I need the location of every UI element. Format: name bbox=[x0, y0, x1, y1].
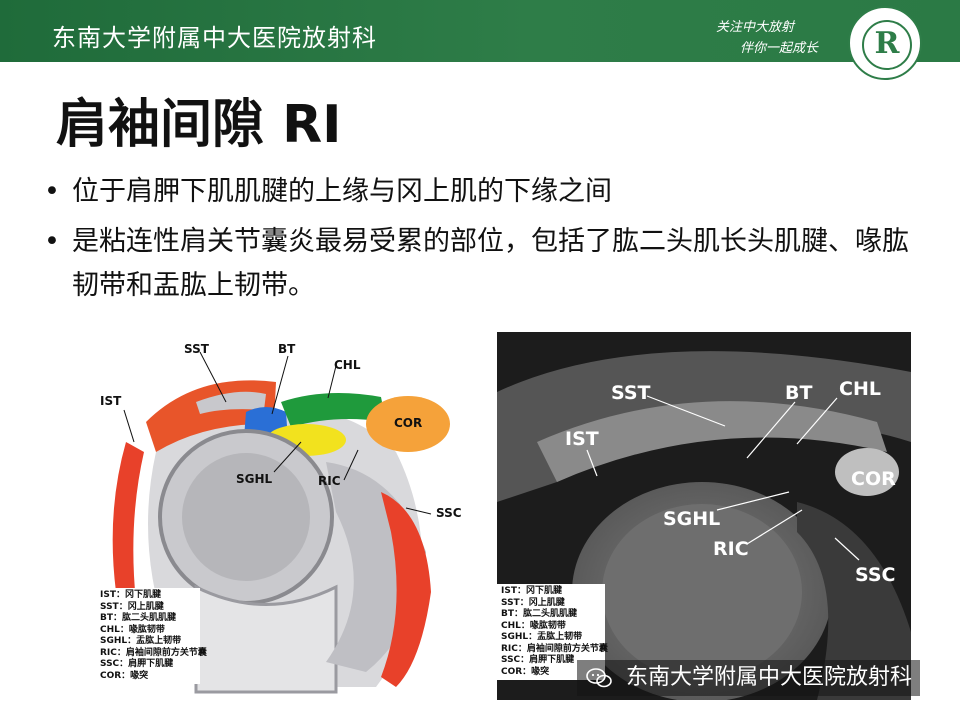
label-ric: RIC bbox=[318, 474, 341, 488]
mri-label-sst: SST bbox=[611, 382, 651, 404]
ist-tendon-shape bbox=[112, 442, 144, 602]
label-ssc: SSC bbox=[436, 506, 462, 520]
logo-letter: R bbox=[874, 26, 900, 61]
ssc-leader bbox=[405, 507, 432, 515]
chl-leader bbox=[327, 365, 337, 399]
legend-item: SSC：肩胛下肌腱 bbox=[501, 655, 575, 665]
legend-item: SGHL：盂肱上韧带 bbox=[501, 632, 583, 642]
ssc-tendon-shape bbox=[381, 492, 431, 687]
mri-drawing bbox=[497, 332, 911, 702]
humeral-head-inner bbox=[182, 453, 310, 581]
legend-item: SSC：肩胛下肌腱 bbox=[100, 659, 174, 669]
mri-label-ist: IST bbox=[565, 428, 599, 450]
anatomy-drawing bbox=[112, 351, 450, 694]
logo-ring: R bbox=[862, 20, 912, 70]
bullet-marker: • bbox=[44, 176, 60, 207]
bullet-marker: • bbox=[44, 226, 60, 257]
legend-item: CHL：喙肱韧带 bbox=[501, 620, 566, 631]
mri-sghl-leader bbox=[716, 491, 790, 511]
mri-label-ssc: SSC bbox=[855, 564, 896, 586]
legend-item: SGHL：盂肱上韧带 bbox=[100, 636, 182, 646]
legend-item: COR：喙突 bbox=[501, 666, 550, 677]
sst-inner-shape bbox=[196, 391, 266, 414]
mri-coracoid bbox=[835, 448, 899, 496]
bullet-text: 是粘连性肩关节囊炎最易受累的部位，包括了肱二头肌长头肌腱、喙肱韧带和盂肱上韧带。 bbox=[72, 226, 909, 301]
sst-leader bbox=[199, 351, 227, 403]
mri-sst-leader bbox=[646, 395, 726, 427]
legend-item: CHL：喙肱韧带 bbox=[100, 624, 165, 635]
mri-tendon-band bbox=[537, 401, 887, 482]
label-ist: IST bbox=[100, 394, 122, 408]
mri-label-bt: BT bbox=[785, 382, 813, 404]
legend-item: COR：喙突 bbox=[100, 670, 149, 681]
mri-ist-leader bbox=[586, 449, 598, 477]
legend-item: IST：冈下肌腱 bbox=[501, 586, 562, 596]
mri-subscapularis bbox=[797, 502, 911, 700]
bullet-text: 位于肩胛下肌肌腱的上缘与冈上肌的下缘之间 bbox=[72, 176, 612, 207]
bullet-list: • 位于肩胛下肌肌腱的上缘与冈上肌的下缘之间 • 是粘连性肩关节囊炎最易受累的部… bbox=[40, 170, 920, 314]
header-bar: 东南大学附属中大医院放射科 关注中大放射 伴你一起成长 bbox=[0, 0, 960, 62]
mri-image: SST BT CHL IST COR SGHL RIC SSC IST：冈下肌腱… bbox=[497, 332, 911, 702]
anatomy-illustration: SST BT CHL IST COR SGHL RIC SSC IST：冈下肌腱… bbox=[96, 332, 472, 700]
label-sghl: SGHL bbox=[236, 472, 273, 486]
cor-shape bbox=[366, 396, 450, 452]
slogan-line-1: 关注中大放射 bbox=[716, 20, 795, 35]
mri-bt-leader bbox=[746, 401, 796, 459]
mri-marrow bbox=[602, 504, 802, 680]
ric-leader bbox=[343, 449, 359, 481]
mri-label-sghl: SGHL bbox=[663, 508, 721, 530]
bullet-item: • 是粘连性肩关节囊炎最易受累的部位，包括了肱二头肌长头肌腱、喙肱韧带和盂肱上韧… bbox=[40, 220, 920, 308]
mri-label-ric: RIC bbox=[713, 538, 749, 560]
slogan-line-2: 伴你一起成长 bbox=[740, 41, 819, 56]
slide-title: 肩袖间隙 RI bbox=[56, 95, 342, 155]
bt-leader bbox=[271, 355, 289, 415]
mri-label-cor: COR bbox=[851, 468, 896, 490]
hospital-logo: R bbox=[848, 6, 922, 80]
ist-leader bbox=[123, 409, 135, 443]
legend-item: BT：肱二头肌肌腱 bbox=[501, 609, 577, 619]
watermark-text: 东南大学附属中大医院放射科 bbox=[626, 665, 913, 690]
institution-title: 东南大学附属中大医院放射科 bbox=[52, 24, 377, 52]
wechat-icon bbox=[586, 668, 612, 688]
legend-item: RIC：肩袖间隙前方关节囊 bbox=[501, 643, 608, 654]
mri-ssc-leader bbox=[834, 537, 860, 561]
legend-item: BT：肱二头肌肌腱 bbox=[100, 613, 176, 623]
label-chl: CHL bbox=[334, 358, 361, 372]
wechat-watermark: 东南大学附属中大医院放射科 bbox=[577, 660, 921, 696]
label-bt: BT bbox=[278, 342, 296, 356]
label-cor: COR bbox=[394, 416, 423, 430]
mri-label-chl: CHL bbox=[839, 378, 881, 400]
legend-item: SST：冈上肌腱 bbox=[501, 597, 565, 608]
mri-chl-leader bbox=[796, 397, 838, 445]
legend-item: RIC：肩袖间隙前方关节囊 bbox=[100, 647, 207, 658]
chl-shape bbox=[281, 393, 386, 427]
legend-item: IST：冈下肌腱 bbox=[100, 590, 161, 600]
sghl-leader bbox=[273, 441, 302, 473]
left-legend: IST：冈下肌腱 SST：冈上肌腱 BT：肱二头肌肌腱 CHL：喙肱韧带 SGH… bbox=[96, 588, 207, 684]
label-sst: SST bbox=[184, 342, 209, 356]
legend-item: SST：冈上肌腱 bbox=[100, 601, 164, 612]
bullet-item: • 位于肩胛下肌肌腱的上缘与冈上肌的下缘之间 bbox=[40, 170, 920, 214]
mri-ric-leader bbox=[746, 509, 803, 545]
humeral-shaft-shape bbox=[194, 584, 338, 694]
